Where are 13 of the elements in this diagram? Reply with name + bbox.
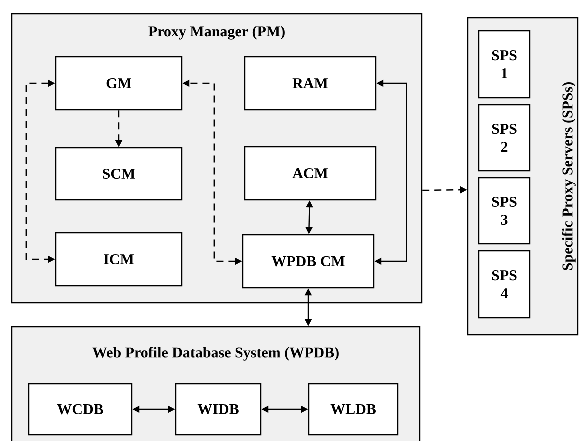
server-box: SPS 3 [478, 177, 531, 245]
module-box: SCM [55, 147, 183, 201]
module-box: WPDB CM [242, 234, 375, 289]
module-box: ICM [55, 232, 183, 287]
module-box: GM [55, 56, 183, 111]
module-box: ACM [244, 146, 377, 201]
server-box: SPS 4 [478, 250, 531, 319]
module-box: RAM [244, 56, 377, 111]
server-box: SPS 2 [478, 104, 531, 172]
module-box: WLDB [308, 383, 399, 436]
server-box: SPS 1 [478, 30, 531, 99]
module-box: WIDB [175, 383, 262, 436]
module-box: WCDB [28, 383, 133, 436]
